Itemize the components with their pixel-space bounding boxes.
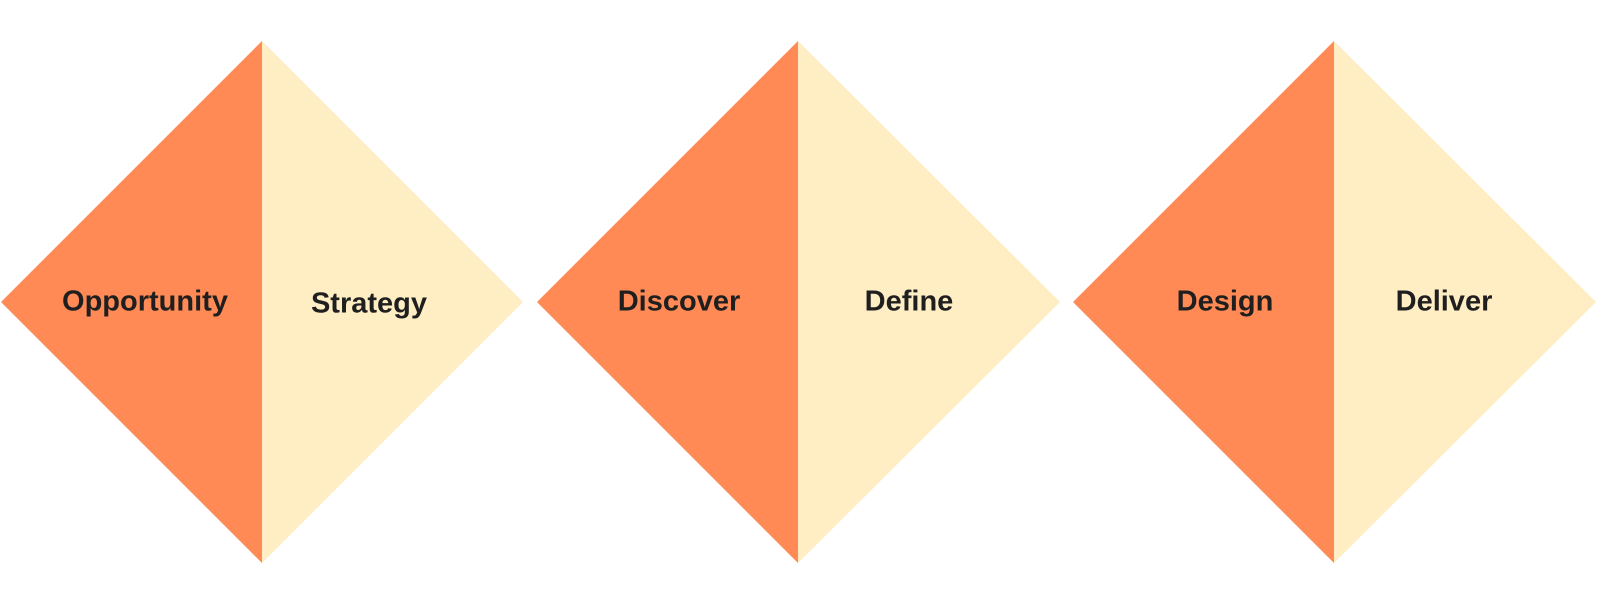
diamond-1-right-label: Strategy <box>311 288 427 320</box>
diamond-2-right-half <box>798 41 1060 563</box>
diamond-1: Opportunity Strategy <box>1 41 523 563</box>
diamond-3: Design Deliver <box>1073 41 1596 563</box>
diamond-1-left-label: Opportunity <box>62 286 228 318</box>
diamond-3-left-label: Design <box>1177 286 1274 318</box>
diamond-2-left-half <box>537 41 798 563</box>
diamond-2-left-label: Discover <box>618 286 741 318</box>
diamond-2-right-label: Define <box>865 286 954 318</box>
diamond-1-right-half <box>262 41 523 563</box>
diamond-1-left-half <box>1 41 262 563</box>
diamond-3-right-label: Deliver <box>1396 286 1493 318</box>
diamond-3-left-half <box>1073 41 1334 563</box>
diamond-3-right-half <box>1334 41 1596 563</box>
diamond-2: Discover Define <box>537 41 1060 563</box>
